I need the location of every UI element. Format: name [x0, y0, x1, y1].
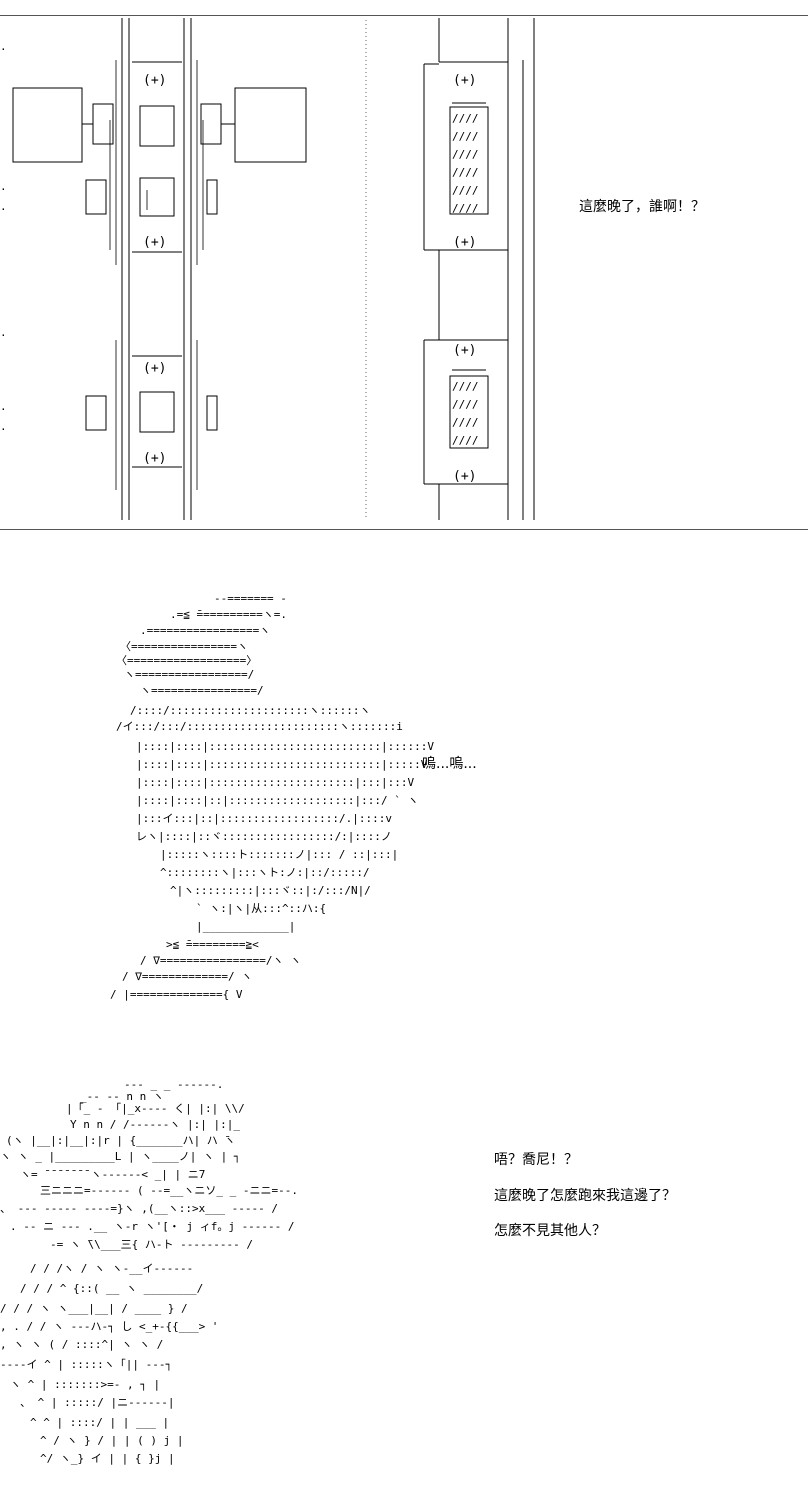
- svg-text:.: .: [0, 180, 7, 193]
- plus-label: (+): [143, 235, 166, 250]
- svg-text:^/ ヽ_} イ | | {: ^/ ヽ_} イ | | { }j |: [40, 1452, 175, 1465]
- svg-text:/ / / ^ {::( __ ヽ _: / / / ^ {::( __ ヽ ________/: [20, 1282, 203, 1295]
- body-and-arms: / / /ヽ / ヽ ヽ-__イ------ / / / ^ {::( __ ヽ…: [0, 1262, 218, 1465]
- svg-text:^::::::::ヽ|:::ヽト:ノ:|::/:::::/: ^::::::::ヽ|:::ヽト:ノ:|::/:::::/: [160, 866, 370, 879]
- hair-top: --‐ _ _ ----‐-. _-- ‐‐ n n ヽ |「_ - 「|_x-…: [0, 1078, 298, 1251]
- door-plus-labels: (+) (+) (+) (+) (+) (+) (+) (+): [143, 73, 476, 484]
- plus-label: (+): [453, 73, 476, 88]
- plus-label: (+): [143, 451, 166, 466]
- corridor-art: //// //// //// //// //// //// //// //// …: [0, 18, 535, 520]
- svg-text:////: ////: [452, 148, 479, 161]
- svg-text:.: .: [0, 420, 7, 433]
- svg-text:^ ^ | ::::/ |: ^ ^ | ::::/ | | ___ |: [30, 1416, 169, 1429]
- svg-text:|_____________|: |_____________|: [196, 920, 295, 933]
- dialog-sobbing: 嗚...嗚...: [422, 756, 477, 772]
- svg-text:--‐ _ _ ----‐-.: --‐ _ _ ----‐-.: [124, 1078, 223, 1091]
- hatched-windows: //// //// //// //// //// //// //// //// …: [452, 112, 479, 447]
- svg-text:^ / ヽ } / | |: ^ / ヽ } / | | ( ) j |: [40, 1434, 183, 1447]
- left-side-boxes: [12, 87, 307, 431]
- svg-text:////: ////: [452, 398, 479, 411]
- svg-text:////: ////: [452, 184, 479, 197]
- dialog-who-is-it: 這麼晚了，誰啊！？: [579, 199, 705, 215]
- svg-text:, ヽ ヽ ( / ::::^|: , ヽ ヽ ( / ::::^| ヽ ヽ /: [0, 1338, 163, 1351]
- right-column: [423, 18, 535, 520]
- svg-text:ヽ ヽ _ |_________L | ヽ____ノ|: ヽ ヽ _ |_________L | ヽ____ノ| ヽ | ┐: [0, 1150, 240, 1163]
- svg-text:Y n n / /------ヽ |:| |:|_: Y n n / /------ヽ |:| |:|_: [70, 1118, 240, 1131]
- svg-text:/::::/:::::::::::::::::::::ヽ::: /::::/:::::::::::::::::::::ヽ::::::ヽ: [130, 704, 371, 717]
- svg-text:/ / /ヽ / ヽ ヽ-__イ-: / / /ヽ / ヽ ヽ-__イ------: [30, 1262, 193, 1275]
- svg-text:^|ヽ:::::::::|:::ヾ::|:/:::/N|/: ^|ヽ:::::::::|:::ヾ::|:/:::/N|/: [170, 884, 371, 897]
- svg-text:////: ////: [452, 416, 479, 429]
- svg-text:--======= -: --======= -: [214, 592, 287, 605]
- plus-label: (+): [453, 343, 476, 358]
- svg-text:>≦ ̄=========≧<: >≦ ̄=========≧<: [166, 938, 259, 951]
- panel-border-top: [0, 15, 808, 16]
- svg-text:ヽ ^ | :::::::>=-: ヽ ^ | :::::::>=- , ┐ |: [10, 1378, 160, 1391]
- svg-text:, . / / ヽ ---ハ-┐ し <_+-: , . / / ヽ ---ハ-┐ し <_+-{{___> ': [0, 1320, 218, 1333]
- svg-text:|::::|::::|::|::::::::::::::::: |::::|::::|::|:::::::::::::::::::|:::/ `…: [136, 794, 419, 807]
- svg-text:////: ////: [452, 130, 479, 143]
- svg-text:` ヽ:|ヽ|从:::^::ハ:{: ` ヽ:|ヽ|从:::^::ハ:{: [196, 902, 326, 915]
- panel-border-middle: [0, 529, 808, 530]
- svg-text:、 --- ----- ----=}ヽ ,(__ヽ::: 、 --- ----- ----=}ヽ ,(__ヽ::>x___ ----- /: [0, 1202, 278, 1215]
- svg-text:.=≦ ̄==========ヽ=.: .=≦ ̄==========ヽ=.: [170, 608, 287, 621]
- svg-text:////: ////: [452, 434, 479, 447]
- left-column-rails: [109, 18, 204, 520]
- plus-label: (+): [143, 361, 166, 376]
- svg-text:/ / / ヽ ヽ___|__| / _: / / / ヽ ヽ___|__| / ____ } /: [0, 1302, 188, 1315]
- plus-label: (+): [453, 235, 476, 250]
- svg-text:////: ////: [452, 380, 479, 393]
- svg-text:/ |=============={ V: / |=============={ V: [110, 988, 243, 1001]
- svg-text:/ ∇================/ヽ ヽ: / ∇================/ヽ ヽ: [140, 954, 301, 967]
- svg-text:-= ヽ ̄\\___三{ ハ-ト ---: -= ヽ ̄\\___三{ ハ-ト --------- /: [50, 1238, 253, 1251]
- svg-text:|::::|::::|:::::::::::::::::::: |::::|::::|::::::::::::::::::::::::::|::…: [136, 740, 434, 753]
- svg-text:.: .: [0, 326, 7, 339]
- left-door-frames: [132, 61, 182, 468]
- svg-text:ヽ=================/: ヽ=================/: [124, 668, 254, 681]
- svg-text:.: .: [0, 200, 7, 213]
- svg-text:////: ////: [452, 202, 479, 215]
- svg-text:////: ////: [452, 112, 479, 125]
- svg-text:|::::|::::|:::::::::::::::::::: |::::|::::|::::::::::::::::::::::::::|::…: [136, 758, 428, 771]
- svg-text:.: .: [0, 400, 7, 413]
- body-collar: >≦ ̄=========≧< / ∇================/ヽ ヽ …: [110, 938, 301, 1001]
- svg-text:(ヽ |__|:|__|:|r | {_______ハ|: (ヽ |__|:|__|:|r | {_______ハ| ハ ̄ヽ: [6, 1134, 235, 1147]
- svg-text:ヽ= ̄ ̄ ̄ ̄ ̄ ̄ ̄ ヽ------< _: ヽ= ̄ ̄ ̄ ̄ ̄ ̄ ̄ ヽ------< _| | ニ7: [20, 1168, 205, 1181]
- svg-text:/ ∇=============/ ヽ: / ∇=============/ ヽ: [122, 970, 252, 983]
- left-edge-dots: . . . . . .: [0, 40, 7, 433]
- panel-surprised-character: --‐ _ _ ----‐-. _-- ‐‐ n n ヽ |「_ - 「|_x-…: [0, 1040, 808, 1470]
- svg-text:〈================ヽ: 〈================ヽ: [120, 640, 248, 653]
- svg-text:////: ////: [452, 166, 479, 179]
- svg-text:三ニニニ=-----‐ ( --=__ヽニソ_ _ -ニ: 三ニニニ=-----‐ ( --=__ヽニソ_ _ -ニニ=--.: [40, 1184, 298, 1197]
- panel-sobbing-character: --======= - .=≦ ̄==========ヽ=. .========…: [0, 590, 808, 1010]
- svg-text:|:::イ:::|::|::::::::::::::::::: |:::イ:::|::|::::::::::::::::::/.|::::v: [136, 812, 392, 825]
- panel-corridor: //// //// //// //// //// //// //// //// …: [0, 0, 808, 530]
- svg-text:.=================ヽ: .=================ヽ: [140, 624, 270, 637]
- svg-text:ヽ================/: ヽ================/: [140, 684, 264, 697]
- svg-text:〈==================〉: 〈==================〉: [116, 654, 257, 667]
- svg-text:/イ:::/:::/::::::::::::::::::::: /イ:::/:::/:::::::::::::::::::::::ヽ::::::…: [116, 720, 403, 733]
- svg-text:.: .: [0, 40, 7, 53]
- svg-text:、 ^ | :::::/ |ニ: 、 ^ | :::::/ |ニ------|: [20, 1396, 174, 1409]
- hat: --======= - .=≦ ̄==========ヽ=. .========…: [116, 592, 287, 697]
- svg-text:. -- ニ --- .__ ヽ-r ヽ'[・ j: . -- ニ --- .__ ヽ-r ヽ'[・ j ィf。j ------ /: [10, 1220, 295, 1233]
- plus-label: (+): [453, 469, 476, 484]
- svg-text:|:::::ヽ::::ト:::::::ノ|::: / ::|: |:::::ヽ::::ト:::::::ノ|::: / ::|:::|: [160, 848, 398, 861]
- svg-text:|::::|::::|:::::::::::::::::::: |::::|::::|::::::::::::::::::::::|:::|::…: [136, 776, 415, 789]
- character-ascii-art: --======= - .=≦ ̄==========ヽ=. .========…: [110, 592, 434, 1001]
- svg-text:レヽ|::::|::ヾ:::::::::::::::::/:: レヽ|::::|::ヾ:::::::::::::::::/:|::::ノ: [136, 830, 392, 843]
- dialog-line-3: 怎麼不見其他人？: [494, 1223, 606, 1239]
- hair-and-face: /::::/:::::::::::::::::::::ヽ::::::ヽ /イ::…: [116, 704, 434, 933]
- svg-text:|「_ - 「|_x---- く| |:| \\/: |「_ - 「|_x---- く| |:| \\/: [66, 1102, 245, 1115]
- dialog-line-1: 唔？喬尼！？: [494, 1152, 578, 1168]
- ponytail-character-ascii-art: --‐ _ _ ----‐-. _-- ‐‐ n n ヽ |「_ - 「|_x-…: [0, 1078, 298, 1465]
- dialog-line-2: 這麼晚了怎麼跑來我這邊了？: [494, 1188, 676, 1204]
- svg-text:----イ ^ | :::::ヽ「||: ----イ ^ | :::::ヽ「|| ---┐: [0, 1358, 172, 1371]
- svg-text:_-- ‐‐ n n ヽ: _-- ‐‐ n n ヽ: [80, 1090, 164, 1103]
- plus-label: (+): [143, 73, 166, 88]
